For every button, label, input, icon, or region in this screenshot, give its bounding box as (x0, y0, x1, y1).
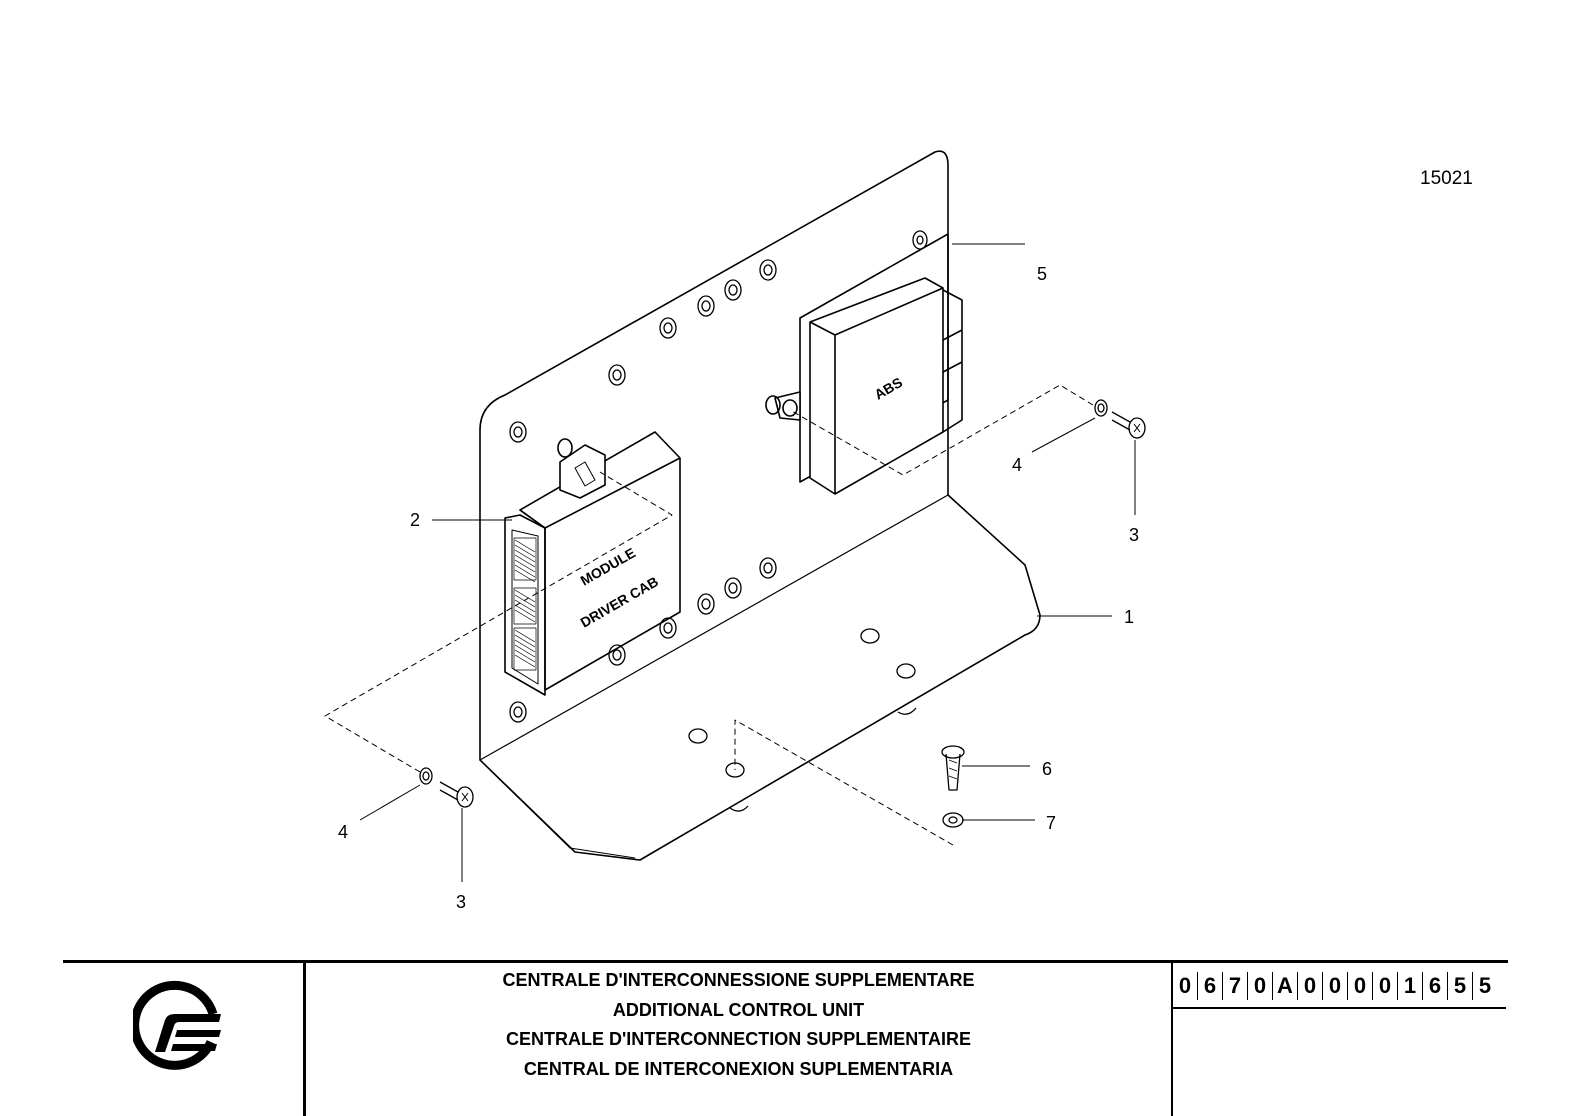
part-code-digit: A (1273, 972, 1298, 1000)
title-block-titles: CENTRALE D'INTERCONNESSIONE SUPPLEMENTAR… (306, 966, 1171, 1084)
callout-3-left: 3 (456, 892, 467, 912)
bracket-base-edge (489, 769, 636, 859)
title-block-divider (303, 960, 306, 1116)
drawing-reference-number: 15021 (1420, 168, 1473, 189)
callout-2: 2 (410, 510, 421, 530)
bracket-fold-line (479, 494, 949, 761)
company-logo-icon (133, 980, 221, 1070)
part-code-digit: 0 (1373, 972, 1398, 1000)
module-label-line1: MODULE (578, 544, 639, 588)
part-code-digit: 0 (1348, 972, 1373, 1000)
leader-lines (359, 243, 1136, 882)
base-holes (688, 628, 917, 812)
callout-6: 6 (1042, 759, 1053, 779)
title-block-top-rule (63, 960, 1508, 963)
plate-holes (509, 230, 928, 723)
callout-5: 5 (1037, 264, 1048, 284)
part-code: 0 6 7 0 A 0 0 0 0 1 6 5 5 (1173, 972, 1497, 1000)
title-block: CENTRALE D'INTERCONNESSIONE SUPPLEMENTAR… (63, 960, 1508, 1116)
callout-4-right: 4 (1012, 455, 1023, 475)
title-english: ADDITIONAL CONTROL UNIT (612, 999, 865, 1020)
fasteners (419, 399, 1146, 828)
part-code-digit: 0 (1248, 972, 1273, 1000)
mounting-plate (479, 150, 1041, 861)
part-code-digit: 7 (1223, 972, 1248, 1000)
module-connector-pins (513, 537, 537, 671)
part-code-digit: 6 (1198, 972, 1223, 1000)
abs-unit (765, 233, 963, 495)
part-code-digit: 5 (1478, 973, 1492, 998)
part-code-digit: 6 (1423, 972, 1448, 1000)
part-code-digit: 1 (1398, 972, 1423, 1000)
part-code-digit: 5 (1448, 972, 1473, 1000)
title-french: CENTRALE D'INTERCONNECTION SUPPLEMENTAIR… (506, 1029, 971, 1049)
title-block-divider (1171, 960, 1173, 1116)
callout-7: 7 (1046, 813, 1057, 833)
title-spanish: CENTRAL DE INTERCONEXION SUPLEMENTARIA (523, 1058, 954, 1079)
part-code-underline (1173, 1007, 1506, 1009)
callout-4-left: 4 (338, 822, 349, 842)
part-code-digit: 0 (1173, 972, 1198, 1000)
callout-1: 1 (1124, 607, 1135, 627)
title-italian: CENTRALE D'INTERCONNESSIONE SUPPLEMENTAR… (502, 970, 975, 990)
part-code-digit: 0 (1298, 972, 1323, 1000)
callout-3-right: 3 (1129, 525, 1140, 545)
module-driver-cab (504, 431, 681, 696)
part-code-digit: 0 (1323, 972, 1348, 1000)
assembly-lines (324, 384, 1094, 846)
